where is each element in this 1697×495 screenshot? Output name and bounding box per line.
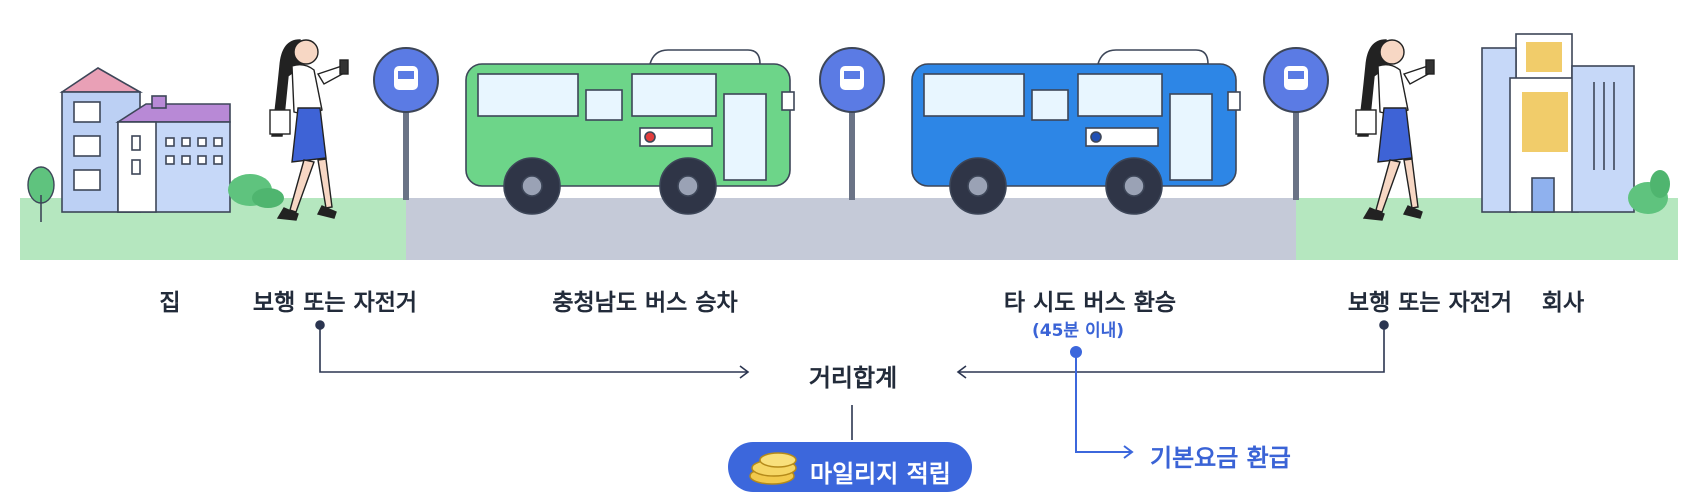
flow-lines — [315, 320, 1389, 440]
bus-stop-icon — [819, 47, 885, 200]
bus-stop-icon — [373, 47, 439, 200]
label-home: 집 — [159, 290, 181, 316]
label-transfer-note: (45분 이내) — [1031, 321, 1125, 341]
total-distance-label: 거리합계 — [808, 364, 898, 392]
walking-woman-icon — [269, 39, 349, 221]
arrow-right-icon — [739, 365, 750, 379]
mileage-label: 마일리지 적립 — [810, 460, 951, 488]
office-building-icon — [1481, 33, 1670, 214]
label-office: 회사 — [1541, 290, 1585, 316]
arrow-right-icon — [1123, 445, 1134, 459]
walking-woman-icon — [1355, 39, 1435, 221]
green-bus-icon — [465, 49, 795, 215]
tree-icon — [27, 166, 284, 222]
label-walk-start: 보행 또는 자전거 — [252, 290, 418, 316]
label-chungnam-bus: 충청남도 버스 승차 — [552, 290, 738, 316]
coins-icon — [749, 452, 797, 485]
blue-bus-icon — [911, 49, 1241, 215]
bus-stop-icon — [1263, 47, 1329, 200]
house-icon — [59, 67, 231, 213]
refund-line — [1070, 346, 1134, 459]
label-walk-end: 보행 또는 자전거 — [1347, 290, 1513, 316]
refund-label: 기본요금 환급 — [1150, 444, 1291, 472]
label-transfer: 타 시도 버스 환승 — [1003, 290, 1177, 316]
